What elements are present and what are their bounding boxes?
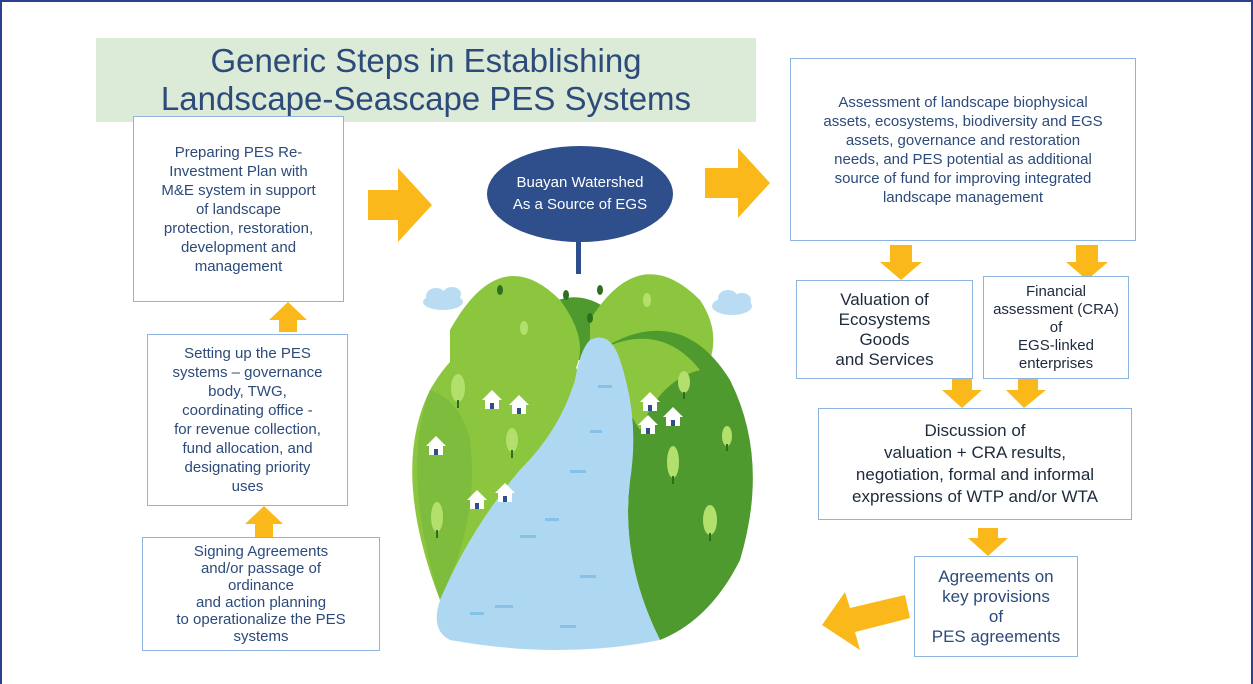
house-3 — [426, 436, 446, 455]
house-5 — [495, 483, 515, 502]
title-background — [96, 38, 756, 122]
arrow-valuation-to-discussion — [942, 378, 982, 408]
frame-right-border — [1251, 0, 1253, 684]
box-discussion-text: Discussion of valuation + CRA results, n… — [852, 421, 1098, 506]
river — [436, 337, 660, 650]
arrow-financial-to-discussion — [1006, 378, 1046, 408]
arrow-signing-to-setup — [245, 506, 283, 537]
title-line-1: Generic Steps in Establishing — [210, 42, 642, 79]
arrows — [245, 148, 1108, 650]
arrow-agreements-to-signing — [822, 592, 910, 650]
arrow-reinvestment-to-center — [368, 168, 432, 242]
box-signing-agreements-text: Signing Agreements and/or passage of ord… — [176, 543, 346, 645]
cloud-right — [712, 290, 752, 315]
box-signing-agreements: Signing Agreements and/or passage of ord… — [142, 537, 380, 651]
sign-post — [576, 232, 581, 274]
page-title: Generic Steps in Establishing Landscape-… — [96, 38, 756, 122]
sign-circle — [487, 146, 673, 242]
box-financial-assessment-text: Financial assessment (CRA) of EGS-linked… — [993, 282, 1119, 372]
arrow-discussion-to-agreements — [968, 528, 1008, 556]
arrow-setup-to-reinvestment — [269, 302, 307, 332]
arrow-to-financial — [1066, 245, 1108, 280]
house-8 — [638, 415, 658, 434]
house-4 — [467, 490, 487, 509]
cloud-left — [423, 287, 463, 310]
box-valuation-text: Valuation of Ecosystems Goods and Servic… — [835, 289, 934, 369]
box-discussion: Discussion of valuation + CRA results, n… — [818, 408, 1132, 520]
house-1 — [482, 390, 502, 409]
river-ripples — [470, 385, 612, 628]
watershed-label-line-1: Buayan Watershed — [516, 174, 644, 191]
box-assessment-text: Assessment of landscape biophysical asse… — [823, 93, 1103, 206]
box-setup-pes-text: Setting up the PES systems – governance … — [172, 345, 323, 495]
arrow-to-valuation — [880, 245, 922, 280]
box-setup-pes: Setting up the PES systems – governance … — [147, 334, 348, 506]
house-2 — [509, 395, 529, 414]
title-line-2: Landscape-Seascape PES Systems — [160, 80, 692, 117]
box-valuation: Valuation of Ecosystems Goods and Servic… — [796, 280, 973, 379]
house-7 — [663, 407, 683, 426]
watershed-label: Buayan Watershed As a Source of EGS — [487, 164, 673, 224]
arrow-center-to-assessment — [705, 148, 770, 218]
tree-trunks — [436, 392, 728, 541]
watershed-label-line-2: As a Source of EGS — [512, 196, 648, 213]
box-reinvestment-plan-text: Preparing PES Re- Investment Plan with M… — [161, 143, 316, 275]
hill-right-light — [600, 338, 700, 430]
box-assessment: Assessment of landscape biophysical asse… — [790, 58, 1136, 241]
box-agreements-provisions-text: Agreements on key provisions of PES agre… — [931, 566, 1061, 646]
houses — [426, 390, 683, 509]
box-reinvestment-plan: Preparing PES Re- Investment Plan with M… — [133, 116, 344, 302]
trees — [431, 293, 732, 535]
box-financial-assessment: Financial assessment (CRA) of EGS-linked… — [983, 276, 1129, 379]
small-dark-trees — [497, 285, 603, 323]
house-6 — [640, 392, 660, 411]
box-agreements-provisions: Agreements on key provisions of PES agre… — [914, 556, 1078, 657]
